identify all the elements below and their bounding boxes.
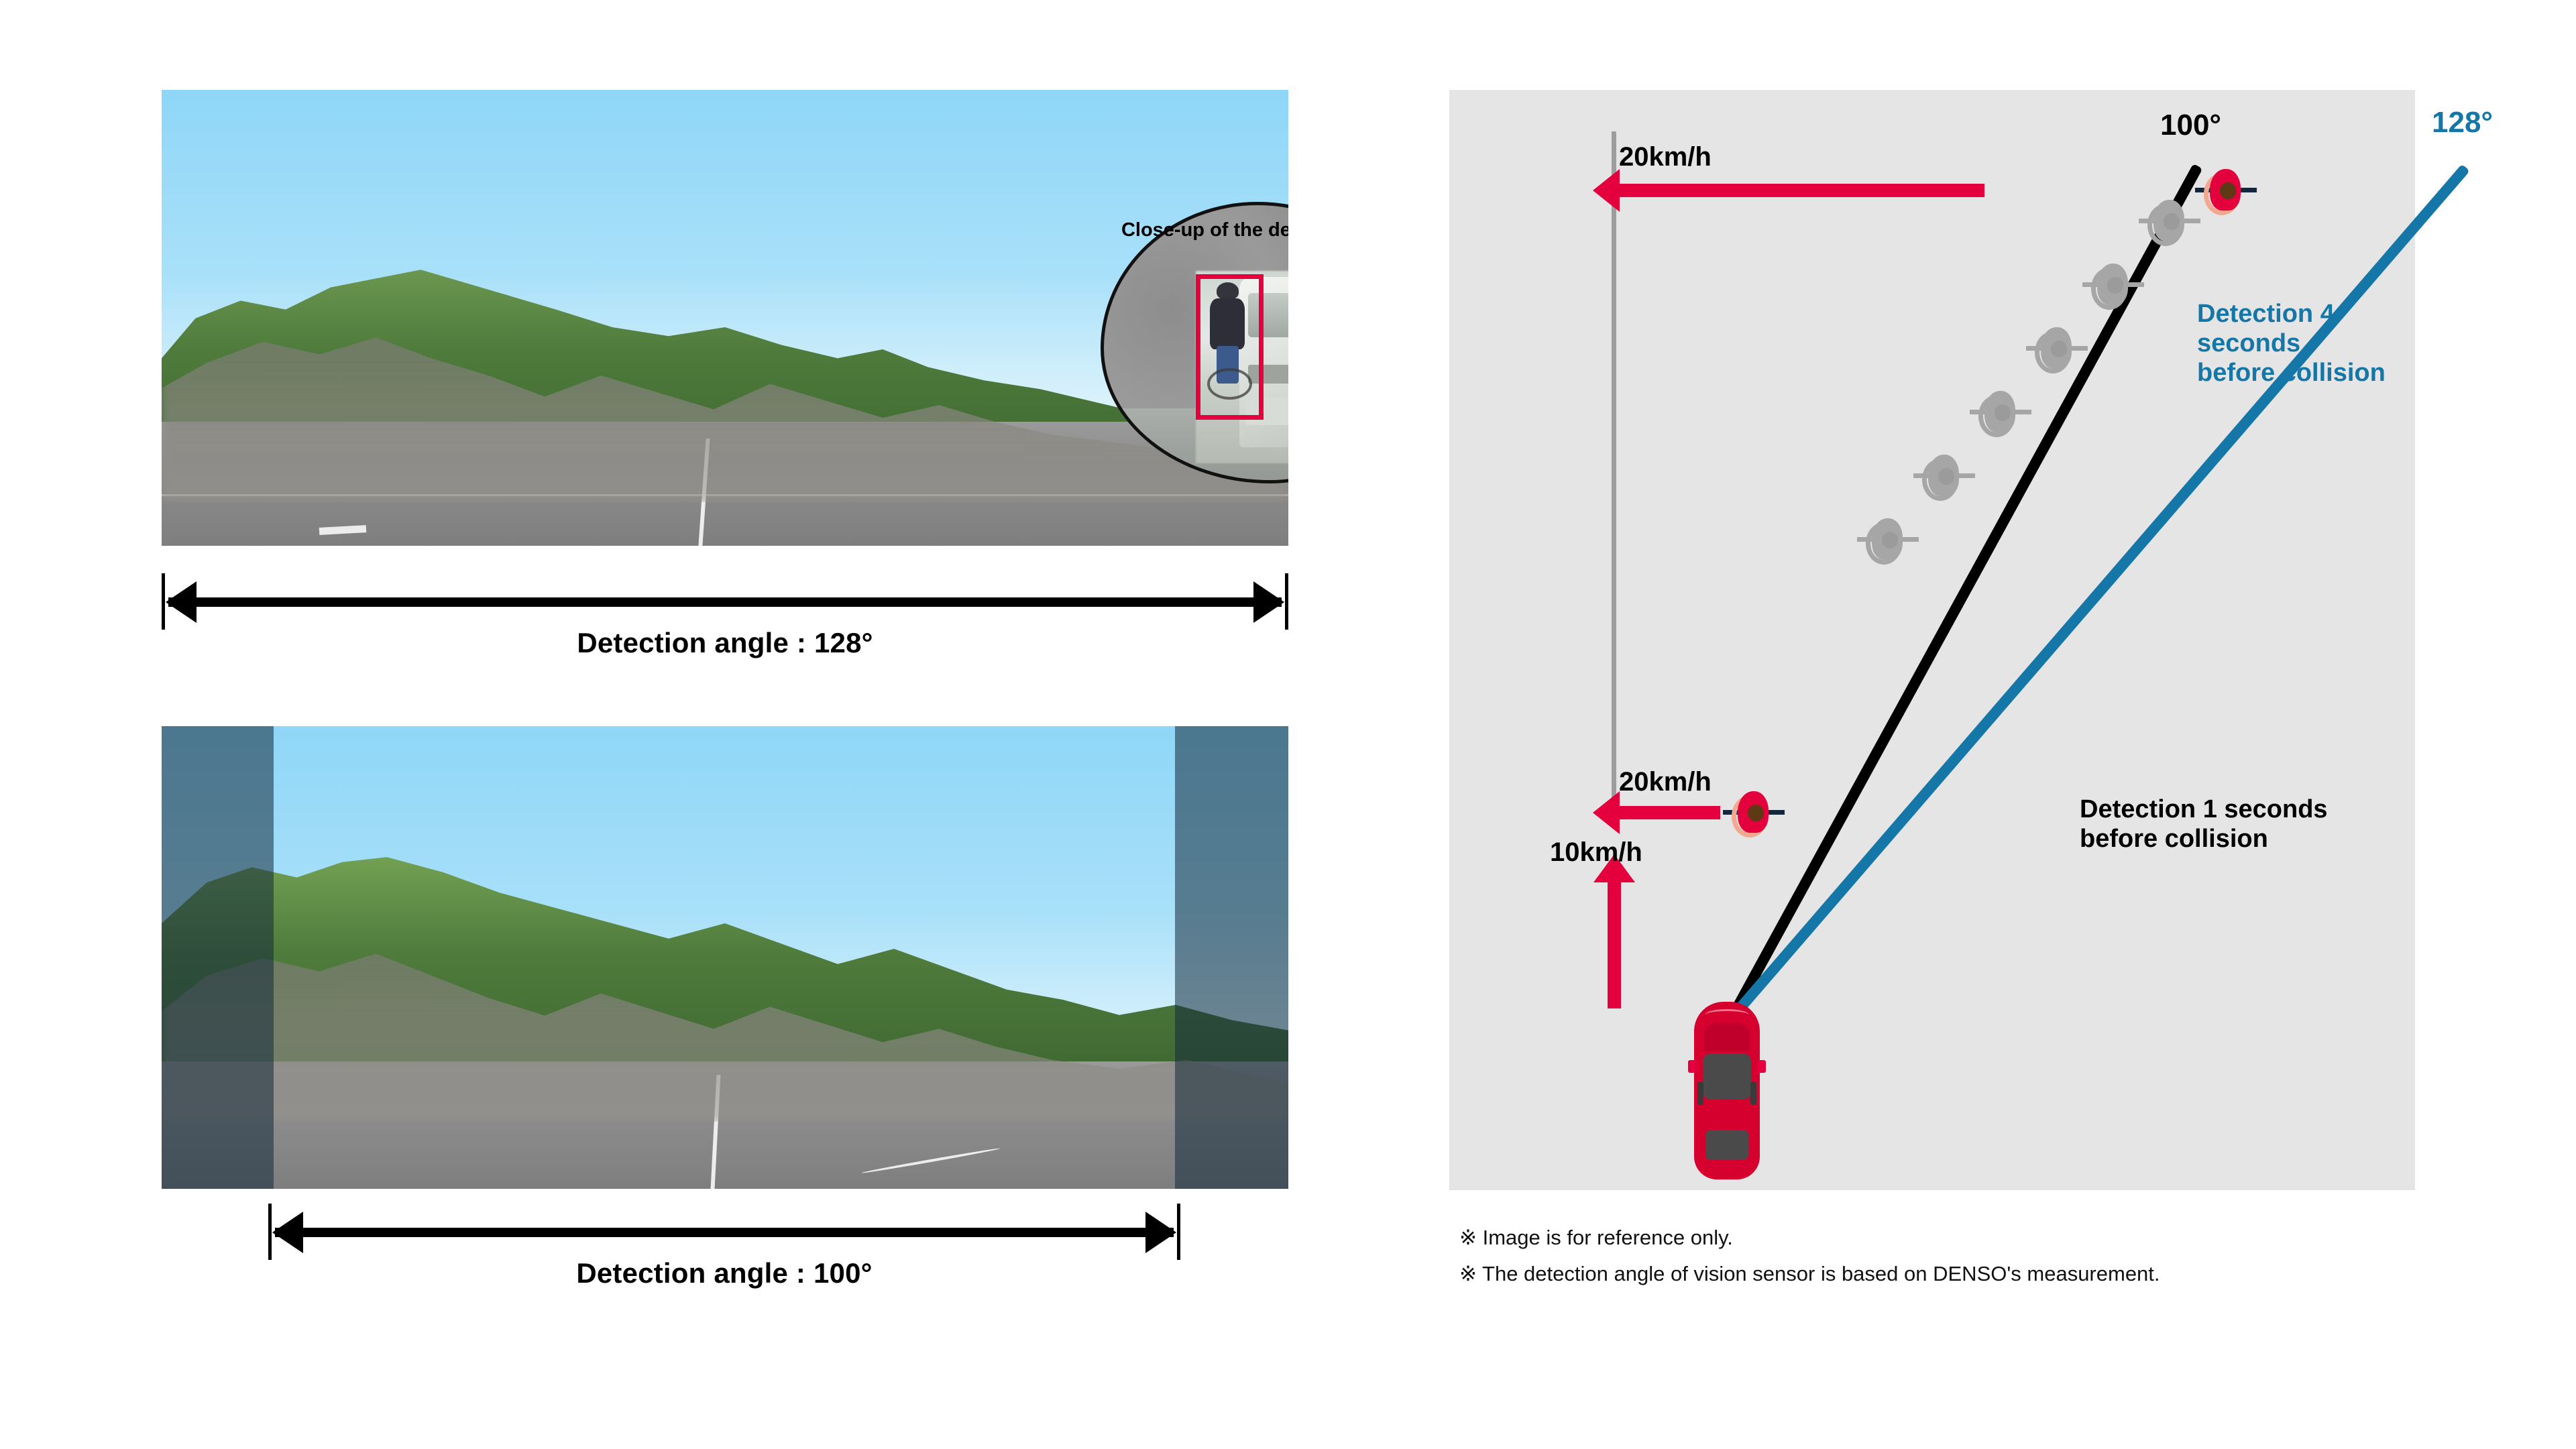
- detection-angle-caption-100: Detection angle : 100°: [576, 1257, 873, 1289]
- ghost-cyclist: [1857, 516, 1919, 565]
- arrowhead-right-icon: [1253, 581, 1284, 623]
- arrowhead-left-icon: [1593, 169, 1620, 212]
- top-camera-photo: Close-up of the detected area: [162, 90, 1288, 546]
- dimension-tick-right: [1285, 573, 1288, 630]
- arrowhead-up-icon: [1593, 854, 1635, 882]
- cyclist-head: [1881, 532, 1898, 548]
- car-hood-line: [1704, 1008, 1750, 1022]
- cyclist-head: [2219, 182, 2236, 199]
- cyclist-head: [2050, 341, 2067, 357]
- speed-label-cyclist-top: 20km/h: [1619, 142, 1712, 172]
- car-mirror-left: [1688, 1060, 1697, 1073]
- dimension-tick-right: [1177, 1204, 1180, 1260]
- bubble-van-grille: [1248, 364, 1288, 384]
- cyclist-speed-arrow-mid: [1593, 791, 1720, 834]
- angle-label-100: 100°: [2160, 109, 2222, 141]
- arrowhead-right-icon: [1145, 1212, 1176, 1253]
- detection-bounding-box: [1196, 274, 1264, 420]
- footnote-reference-only: ※ Image is for reference only.: [1459, 1226, 1733, 1249]
- cyclist-speed-arrow-top: [1593, 169, 1984, 212]
- car-speed-arrow: [1593, 854, 1635, 1008]
- arrowhead-left-icon: [1593, 791, 1620, 834]
- dimension-bar: [168, 597, 1282, 607]
- detection-angle-dimension-128: Detection angle : 128°: [162, 573, 1288, 658]
- arrowhead-left-icon: [166, 581, 197, 623]
- bubble-van-windshield: [1248, 293, 1288, 337]
- car-rear-window: [1705, 1129, 1749, 1160]
- dimension-tick-left: [268, 1204, 272, 1260]
- detected-cyclist-4s: [2195, 166, 2257, 216]
- detection-angle-dimension-100: Detection angle : 100°: [268, 1204, 1180, 1289]
- out-of-view-band-right: [1175, 726, 1288, 1189]
- vehicle-path-axis: [1612, 131, 1616, 825]
- bubble-cyclist: [1205, 282, 1252, 400]
- bottom-camera-photo: [162, 726, 1288, 1189]
- detection-range-diagram: 100° 128° 20km/h: [1449, 90, 2493, 1190]
- ghost-cyclist: [2026, 325, 2088, 374]
- cyclist-head: [1938, 468, 1954, 485]
- car-side-left: [1697, 1082, 1703, 1105]
- ghost-cyclist: [2139, 197, 2200, 247]
- arrowhead-left-icon: [272, 1212, 303, 1253]
- cyclist-head: [1994, 404, 2011, 421]
- close-up-speech-bubble: Close-up of the detected area: [1101, 202, 1288, 483]
- dimension-bar: [275, 1228, 1174, 1237]
- car-roof: [1702, 1053, 1752, 1100]
- bubble-van-bumper: [1245, 398, 1288, 425]
- angle-label-128: 128°: [2432, 106, 2494, 139]
- caption-detection-4-seconds: Detection 4 seconds before collision: [2197, 300, 2386, 388]
- out-of-view-band-left: [162, 726, 274, 1189]
- ghost-cyclist: [2082, 261, 2144, 310]
- cyclist-head: [2163, 213, 2180, 230]
- bubble-cyclist-torso: [1209, 298, 1245, 349]
- cyclist-head: [2107, 277, 2123, 294]
- bubble-bicycle-wheel: [1207, 367, 1252, 400]
- car-mirror-right: [1756, 1060, 1766, 1073]
- footnote-measurement: ※ The detection angle of vision sensor i…: [1459, 1262, 2160, 1285]
- car-windshield: [1703, 1023, 1750, 1052]
- ghost-cyclist: [1970, 388, 2031, 438]
- ghost-cyclist: [1913, 452, 1975, 502]
- detection-angle-caption-128: Detection angle : 128°: [577, 627, 873, 658]
- ego-vehicle: [1688, 1002, 1766, 1179]
- car-side-right: [1750, 1082, 1757, 1105]
- caption-detection-1-second: Detection 1 seconds before collision: [2080, 795, 2328, 854]
- speed-label-car: 10km/h: [1550, 837, 1642, 867]
- cyclist-head: [1747, 805, 1764, 821]
- dimension-tick-left: [162, 573, 165, 630]
- bubble-label: Close-up of the detected area: [1121, 219, 1288, 241]
- bubble-cyclist-head: [1216, 282, 1239, 300]
- detected-cyclist-1s: [1723, 789, 1785, 838]
- speed-label-cyclist-mid: 20km/h: [1619, 767, 1712, 797]
